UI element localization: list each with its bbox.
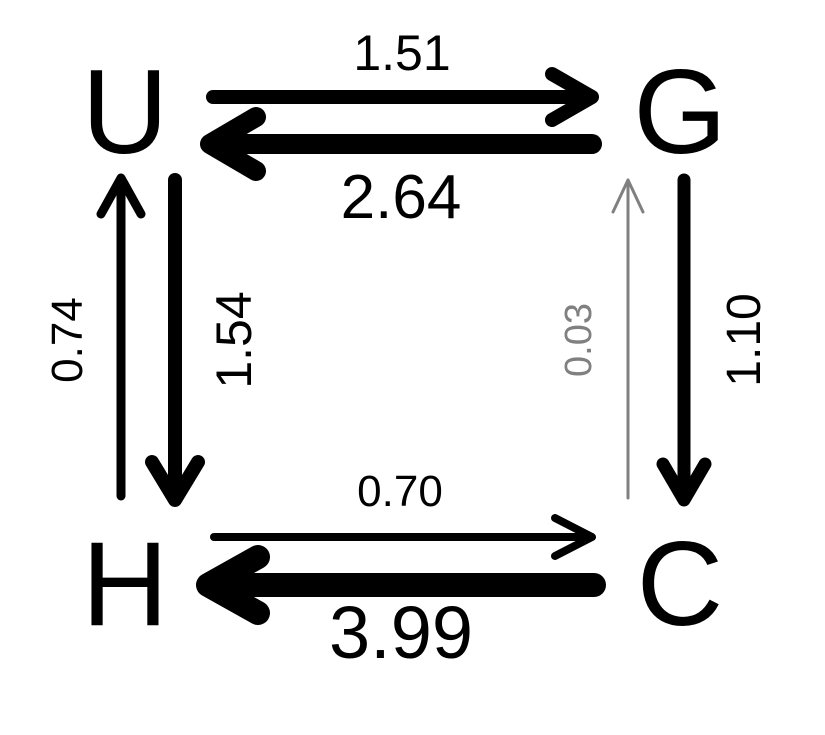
rate-u-to-g: 1.51 (353, 25, 450, 81)
rate-g-to-u: 2.64 (341, 163, 462, 232)
edge-h-to-u (96, 173, 146, 501)
edge-g-to-u (200, 107, 602, 181)
edge-u-to-h (145, 173, 205, 507)
rate-h-to-c: 0.70 (357, 467, 443, 516)
node-g: G (633, 45, 726, 179)
rate-c-to-h: 3.99 (329, 591, 473, 674)
node-u: U (82, 45, 169, 179)
rate-u-to-h: 1.54 (206, 291, 262, 388)
edge-h-to-c (210, 514, 596, 560)
rate-h-to-u: 0.74 (43, 297, 92, 383)
edge-u-to-g (206, 67, 599, 127)
node-h: H (82, 517, 169, 651)
edge-c-to-g (611, 178, 645, 500)
rate-c-to-g: 0.03 (558, 303, 600, 377)
edge-g-to-c (656, 173, 712, 507)
rate-g-to-c: 1.10 (718, 293, 771, 386)
node-c: C (637, 517, 724, 651)
edge-c-to-h (196, 545, 606, 625)
